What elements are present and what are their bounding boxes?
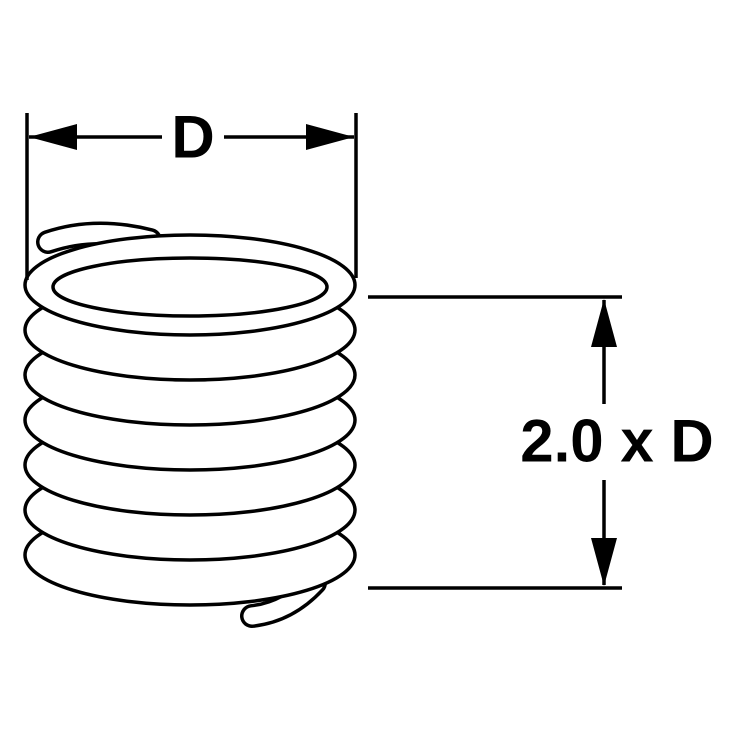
arrowhead-left-icon [29, 124, 77, 150]
arrowhead-right-icon [306, 124, 354, 150]
diameter-label: D [171, 104, 214, 171]
coil-turn-1 [23, 233, 357, 337]
length-label: 2.0 x D [520, 408, 713, 475]
diameter-dimension: D [25, 104, 358, 280]
length-dimension: 2.0 x D [368, 295, 714, 590]
arrowhead-up-icon [591, 299, 617, 347]
arrowhead-down-icon [591, 538, 617, 586]
coil-top-opening [51, 256, 329, 318]
coil-spring [23, 221, 357, 628]
